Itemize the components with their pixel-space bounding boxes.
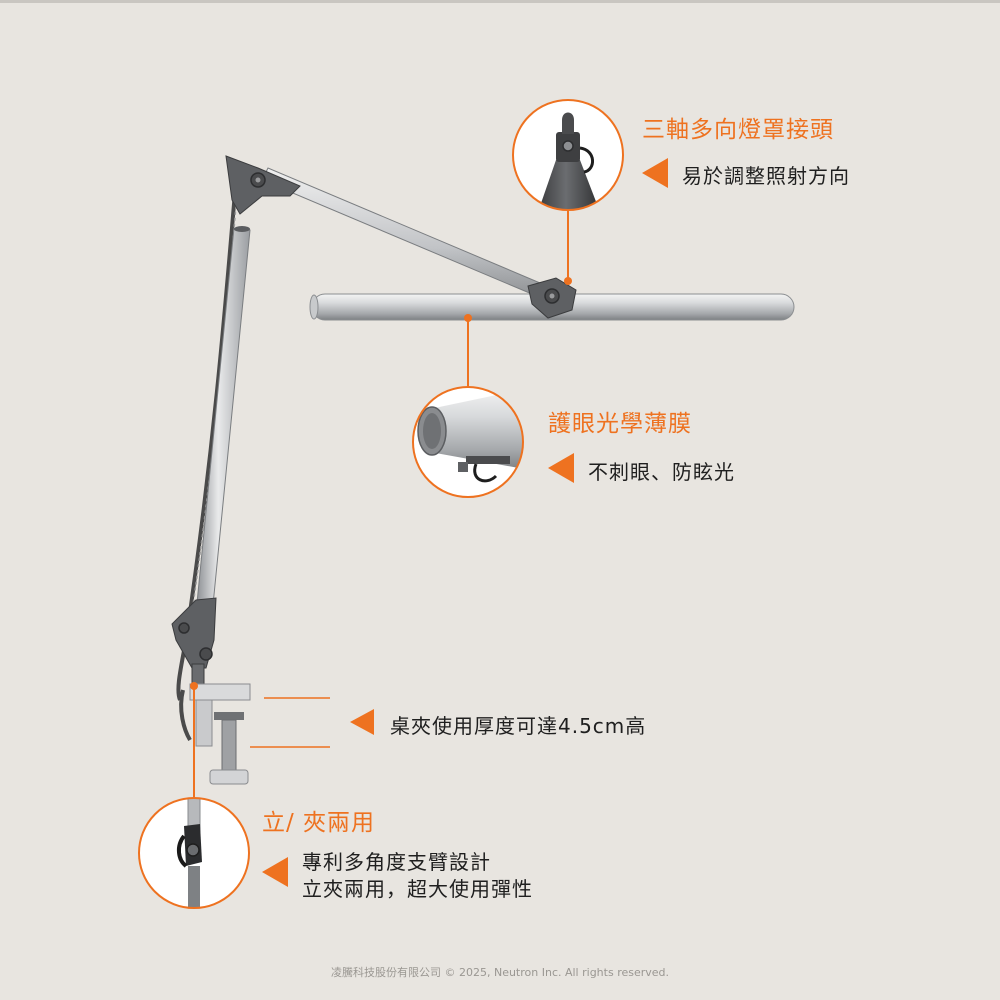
stand-desc-line2: 立夾兩用，超大使用彈性 — [302, 877, 533, 901]
stand-pointer-icon — [262, 857, 288, 887]
stand-title: 立/ 夾兩用 — [262, 810, 376, 836]
clamp-desc: 桌夾使用厚度可達4.5cm高 — [390, 714, 647, 738]
film-zoom-circle — [412, 386, 524, 498]
joint-pointer-icon — [642, 158, 668, 188]
joint-desc: 易於調整照射方向 — [682, 164, 850, 188]
stand-desc-line1: 專利多角度支臂設計 — [302, 850, 491, 874]
stand-zoom-circle — [138, 797, 250, 909]
footer-copyright: 凌騰科技股份有限公司 © 2025, Neutron Inc. All righ… — [330, 966, 670, 979]
film-title: 護眼光學薄膜 — [548, 411, 692, 437]
film-pointer-icon — [548, 453, 574, 483]
joint-zoom-circle — [512, 99, 624, 211]
joint-title: 三軸多向燈罩接頭 — [642, 117, 834, 143]
clamp-pointer-icon — [350, 709, 374, 735]
film-desc: 不刺眼、防眩光 — [588, 460, 735, 484]
top-border — [0, 0, 1000, 3]
